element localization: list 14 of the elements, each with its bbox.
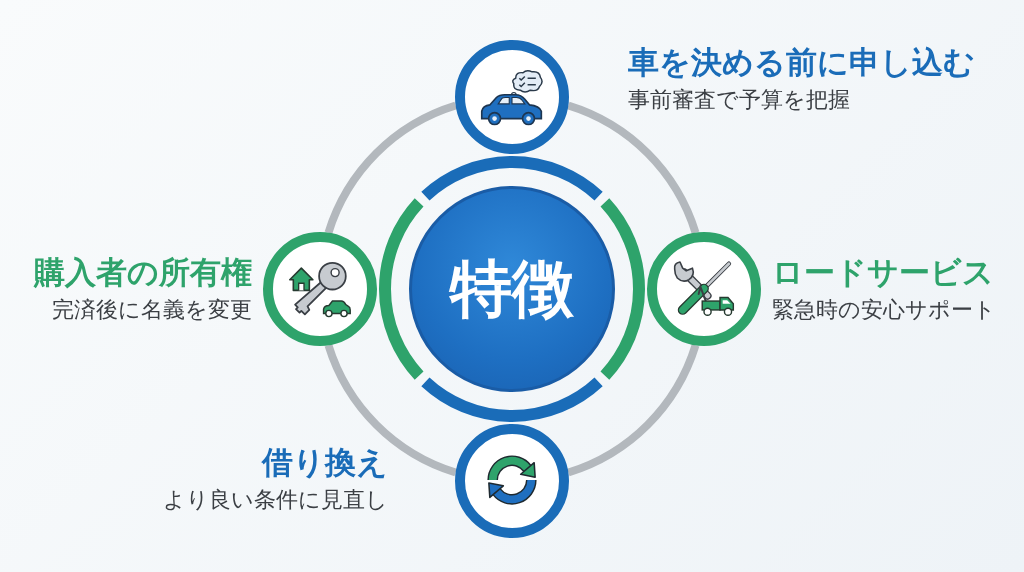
feature-heading: 借り換え [262, 444, 388, 482]
feature-heading: ロードサービス [772, 254, 994, 292]
ring-arc [567, 344, 700, 477]
feature-heading: 車を決める前に申し込む [628, 44, 975, 82]
feature-description: 事前審査で予算を把握 [628, 86, 850, 114]
feature-description: 完済後に名義を変更 [52, 296, 252, 324]
feature-description: 緊急時の安心サポート [772, 296, 996, 324]
ring-arc [324, 101, 457, 234]
hub-circle [409, 186, 615, 392]
feature-heading: 購入者の所有権 [34, 254, 252, 292]
ring-arc [324, 344, 457, 477]
feature-description: より良い条件に見直し [163, 486, 388, 514]
ring-arc [567, 101, 700, 234]
hub-label: 特徴 [450, 251, 574, 327]
